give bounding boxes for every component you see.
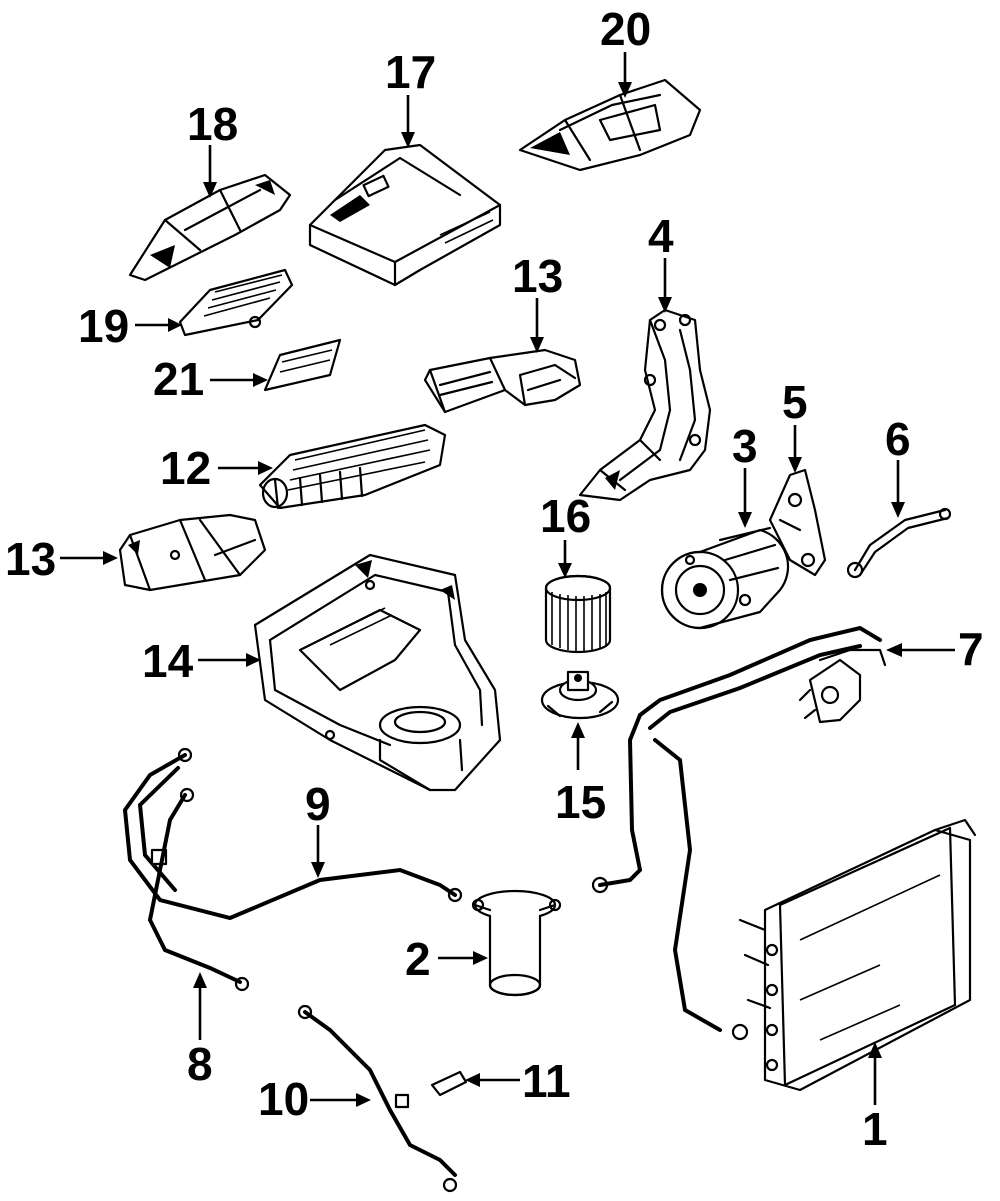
callout-21: 21 xyxy=(153,353,204,405)
callout-3: 3 xyxy=(732,420,758,472)
part-1-condenser xyxy=(738,818,977,1092)
part-10-line xyxy=(297,1004,458,1193)
part-21-door xyxy=(263,338,342,392)
part-3-compressor xyxy=(660,526,790,630)
leader-lines xyxy=(60,52,955,1107)
callout-12: 12 xyxy=(160,442,211,494)
part-16-blower-wheel xyxy=(544,574,612,654)
callout-6: 6 xyxy=(885,413,911,465)
part-18-duct xyxy=(128,173,292,282)
callout-8: 8 xyxy=(187,1038,213,1090)
callout-13-left: 13 xyxy=(5,533,56,585)
callout-4: 4 xyxy=(648,210,674,262)
callout-14: 14 xyxy=(142,635,194,687)
part-12-evaporator xyxy=(258,423,447,510)
callout-7: 7 xyxy=(958,623,984,675)
callout-1: 1 xyxy=(862,1103,888,1155)
callout-2: 2 xyxy=(405,933,431,985)
callout-9: 9 xyxy=(305,778,331,830)
part-17-case-cover xyxy=(308,143,502,287)
callout-5: 5 xyxy=(782,376,808,428)
part-20-duct xyxy=(518,78,702,172)
part-2-receiver-drier xyxy=(471,889,562,997)
part-14-heater-case xyxy=(253,553,502,792)
callout-13-upper: 13 xyxy=(512,250,563,302)
callout-18: 18 xyxy=(187,98,238,150)
part-5-bracket xyxy=(768,468,827,577)
callout-19: 19 xyxy=(78,300,129,352)
part-15-blower-motor xyxy=(540,670,620,720)
callout-20: 20 xyxy=(600,3,651,55)
part-4-bracket xyxy=(578,308,712,502)
part-13-duct-left xyxy=(118,513,267,592)
part-13-duct-upper xyxy=(423,348,582,414)
callout-numbers: 20 17 18 19 21 13 4 12 13 16 3 5 6 7 14 … xyxy=(5,3,984,1155)
part-7-hose-assembly xyxy=(591,625,887,1041)
callout-10: 10 xyxy=(258,1073,309,1125)
callout-11: 11 xyxy=(522,1055,571,1107)
callout-15: 15 xyxy=(555,776,606,828)
callout-16: 16 xyxy=(540,490,591,542)
part-11-fitting xyxy=(430,1070,468,1097)
part-8-hose xyxy=(147,787,250,992)
part-6-hose xyxy=(846,507,952,579)
callout-17: 17 xyxy=(385,46,436,98)
part-19-filter xyxy=(178,268,294,337)
